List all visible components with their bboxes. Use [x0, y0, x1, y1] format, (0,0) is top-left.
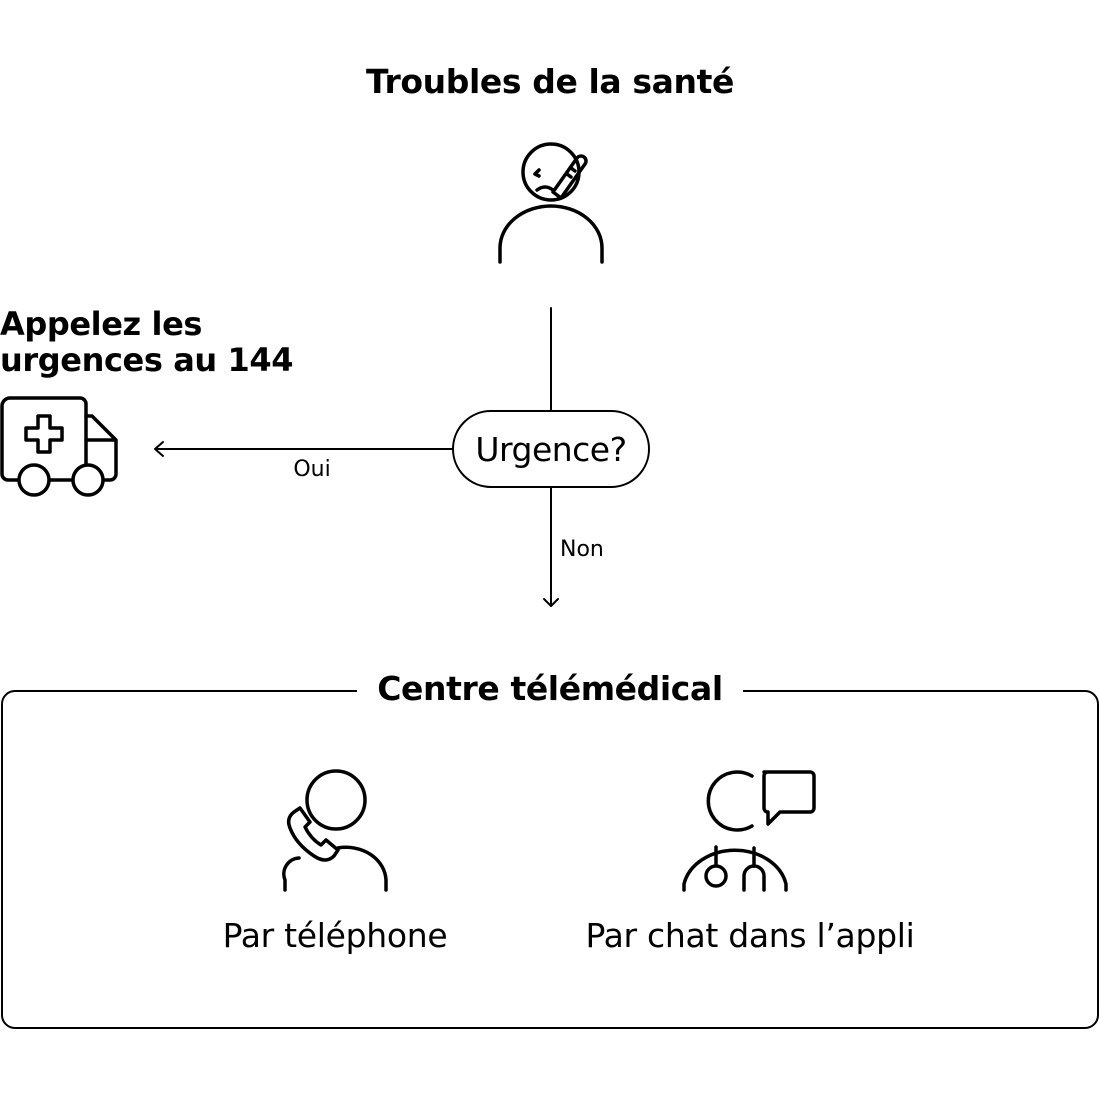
option-chat-label: Par chat dans l’appli [585, 916, 915, 955]
telemedicine-title-wrap: Centre télémédical [0, 667, 1100, 711]
diagram-title: Troubles de la santé [366, 62, 734, 101]
no-label: Non [560, 537, 604, 562]
emergency-call-text: Appelez les urgences au 144 [0, 305, 294, 379]
option-phone-label: Par téléphone [222, 916, 448, 955]
decision-label: Urgence? [475, 429, 627, 469]
arrowhead-yes [154, 441, 164, 457]
ambulance-icon [0, 396, 118, 497]
yes-label: Oui [293, 457, 331, 482]
sick-person-icon [498, 142, 604, 264]
person-phone-icon [282, 769, 388, 892]
doctor-chat-icon [682, 770, 816, 892]
telemedicine-box [1, 690, 1099, 1029]
arrowhead-no [543, 598, 559, 607]
telemedicine-title: Centre télémédical [357, 669, 743, 708]
decision-node: Urgence? [452, 410, 650, 488]
